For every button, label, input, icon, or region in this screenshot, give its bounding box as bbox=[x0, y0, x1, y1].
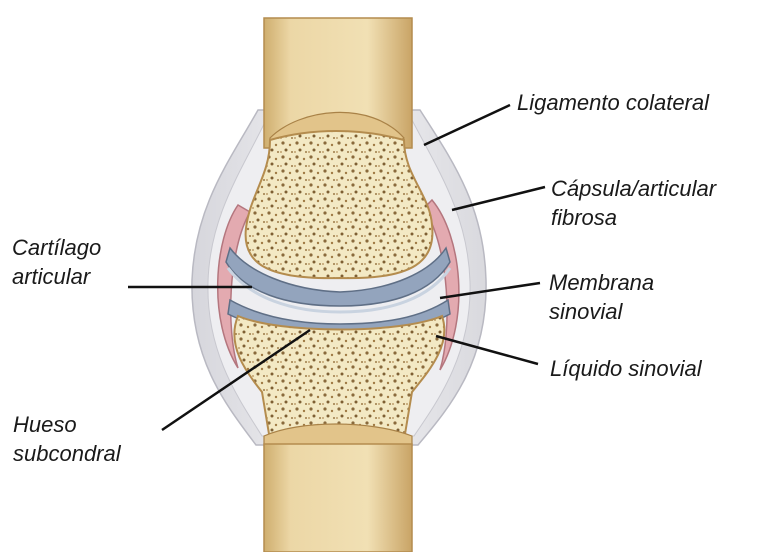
label-membrana-sinovial: Membrana sinovial bbox=[549, 268, 654, 326]
label-hueso-subcondral: Hueso subcondral bbox=[13, 410, 121, 468]
label-hueso-line1: Hueso bbox=[13, 410, 121, 439]
lower-bone-shaft bbox=[264, 444, 412, 552]
label-liquido-text: Líquido sinovial bbox=[550, 354, 702, 383]
label-capsula-articular: Cápsula/articular fibrosa bbox=[551, 174, 716, 232]
label-cartilago-articular: Cartílago articular bbox=[12, 233, 101, 291]
label-ligamento-text: Ligamento colateral bbox=[517, 88, 709, 117]
label-cartilago-line2: articular bbox=[12, 262, 101, 291]
upper-epiphysis bbox=[246, 131, 433, 278]
leader-ligamento bbox=[424, 105, 510, 145]
label-hueso-line2: subcondral bbox=[13, 439, 121, 468]
label-capsula-line1: Cápsula/articular bbox=[551, 174, 716, 203]
label-capsula-line2: fibrosa bbox=[551, 203, 716, 232]
label-membrana-line1: Membrana bbox=[549, 268, 654, 297]
label-ligamento-colateral: Ligamento colateral bbox=[517, 88, 709, 117]
label-membrana-line2: sinovial bbox=[549, 297, 654, 326]
label-liquido-sinovial: Líquido sinovial bbox=[550, 354, 702, 383]
label-cartilago-line1: Cartílago bbox=[12, 233, 101, 262]
